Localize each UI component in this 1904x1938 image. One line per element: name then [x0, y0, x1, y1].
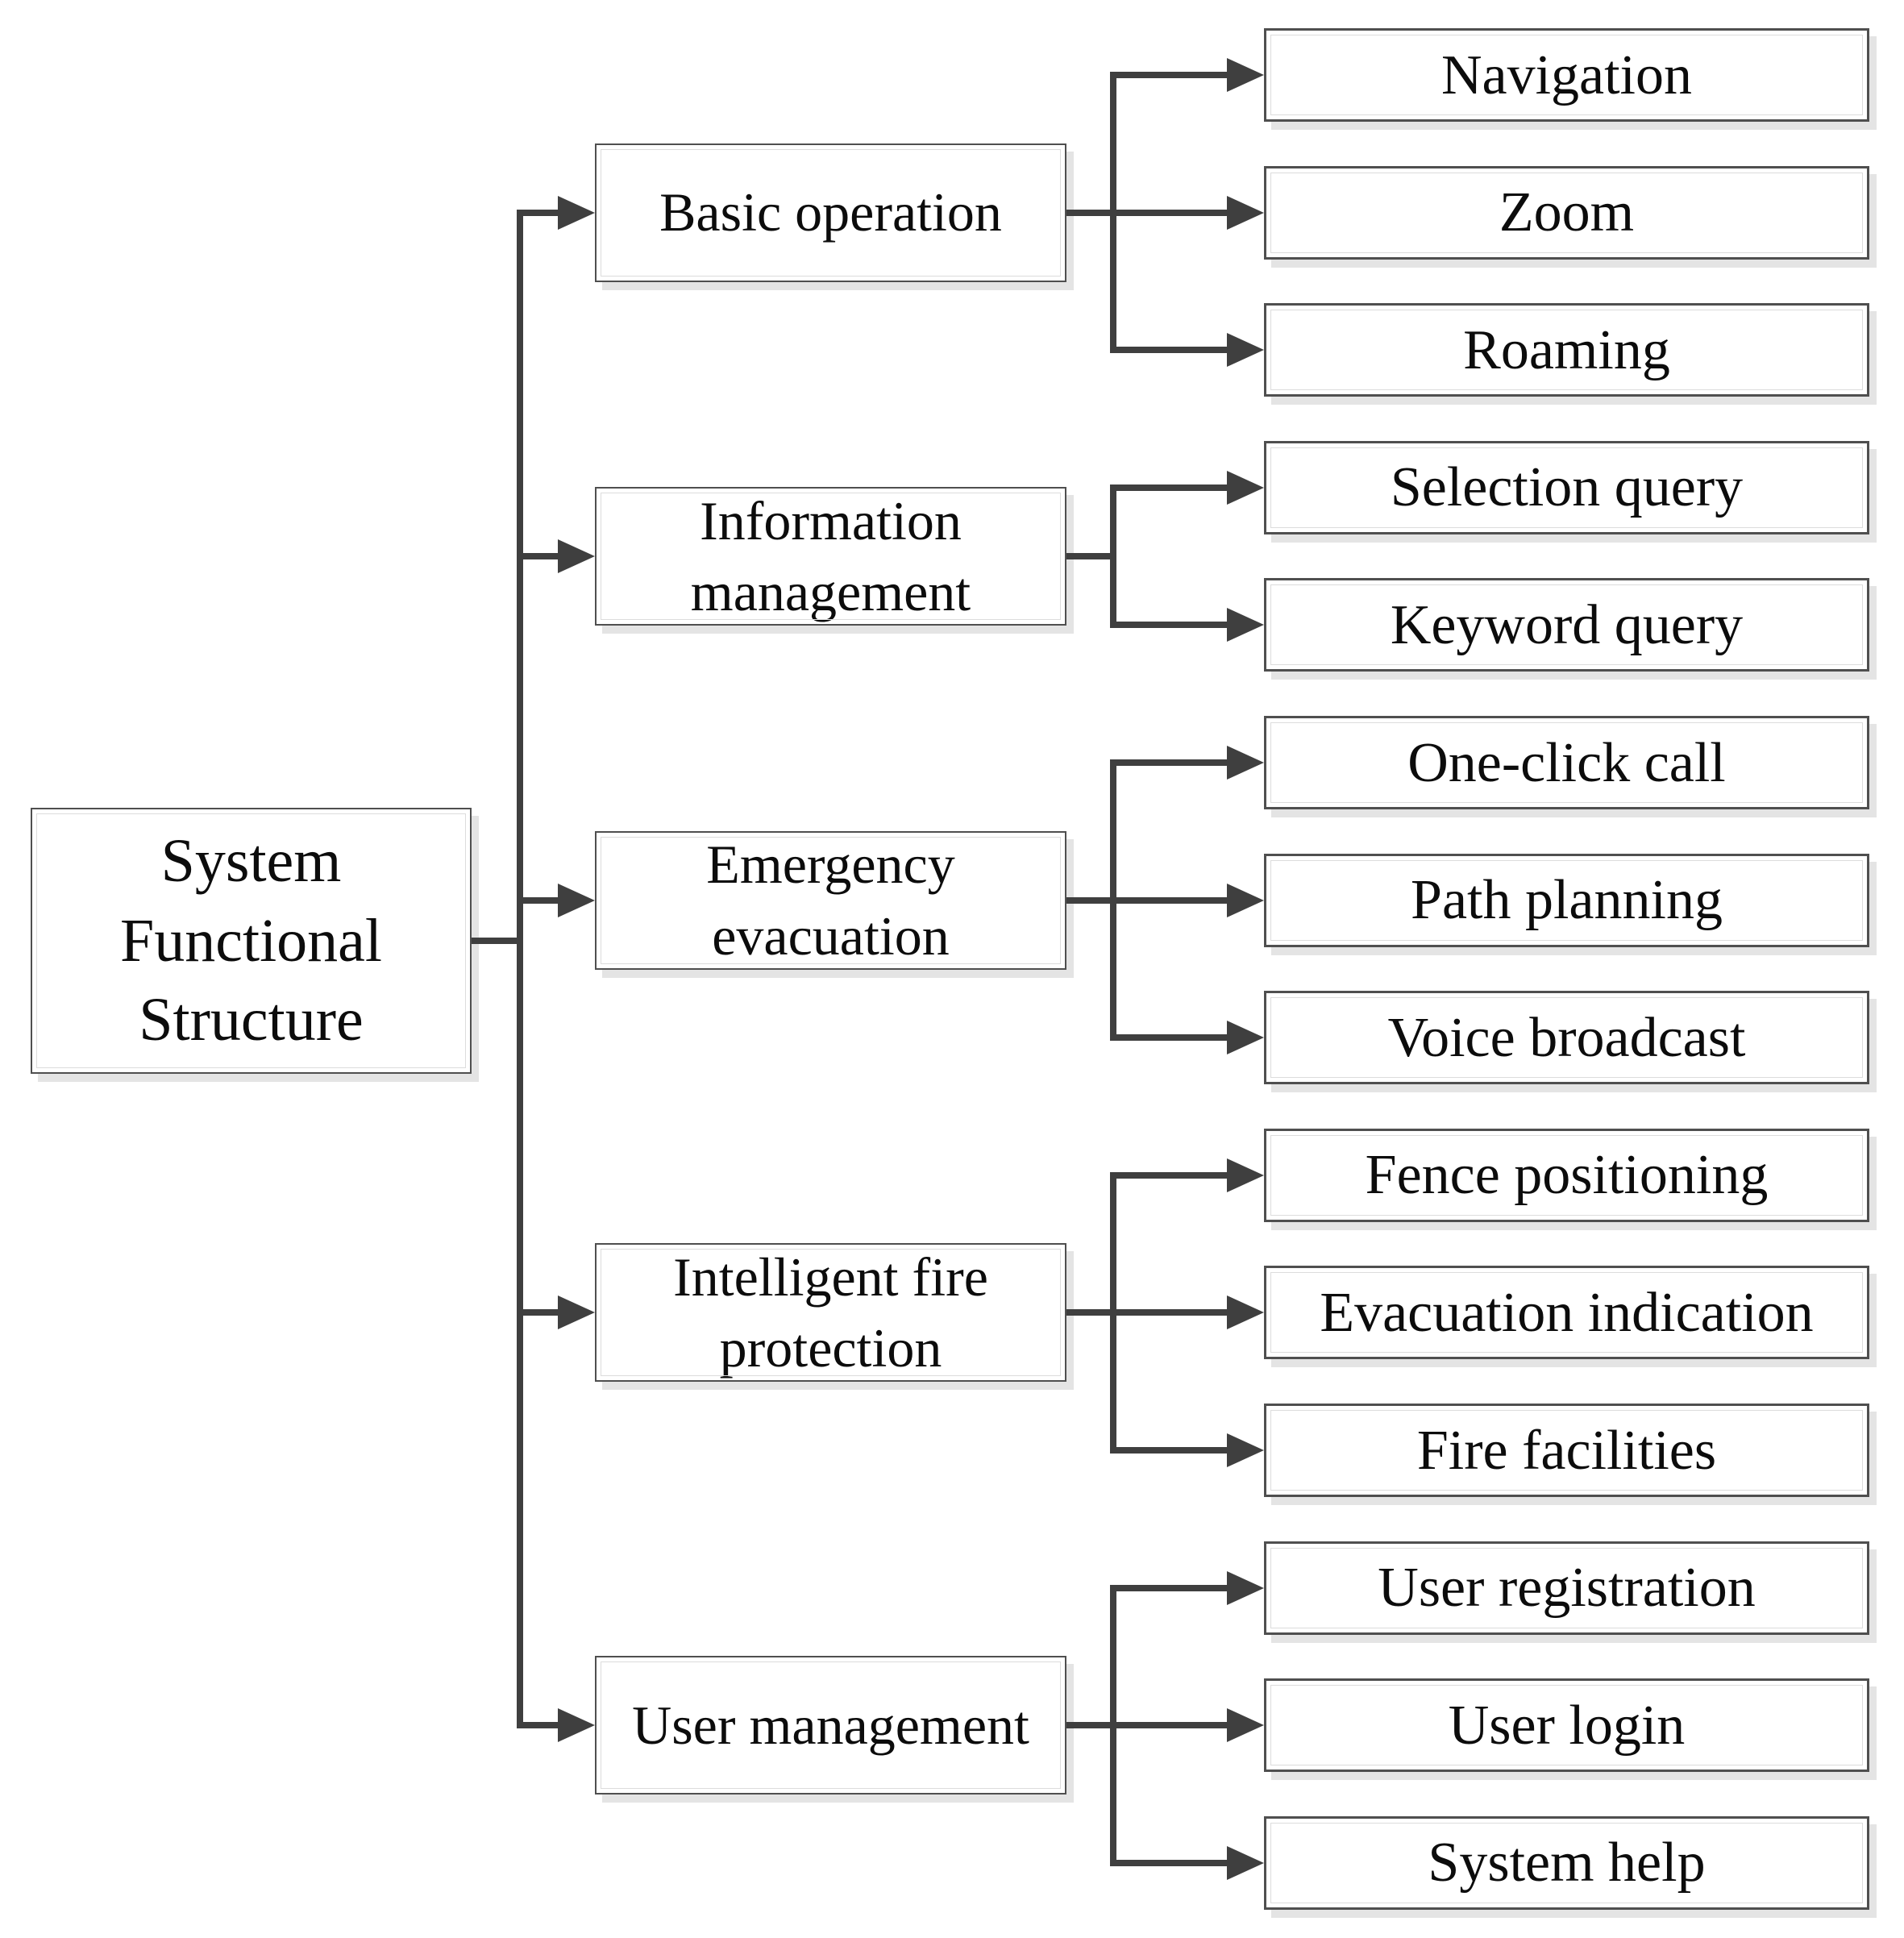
connector-information-management-to-bracket [1066, 553, 1116, 560]
connector-bracket-to-path-planning [1110, 896, 1232, 904]
connector-bracket-to-evacuation-indication [1110, 1309, 1232, 1316]
node-system-functional-structure: System Functional Structure [31, 808, 472, 1074]
connector-basic-operation-to-bracket [1066, 209, 1116, 216]
connector-bracket-to-navigation [1110, 72, 1232, 78]
node-intelligent-fire-protection: Intelligent fire protection [595, 1243, 1066, 1383]
arrowhead-to-one-click-call [1227, 746, 1264, 780]
connector-intelligent-fire-protection-to-bracket [1066, 1309, 1116, 1316]
arrowhead-to-fire-facilities [1227, 1433, 1264, 1467]
connector-user-management-to-bracket [1066, 1722, 1116, 1729]
arrowhead-to-intelligent-fire-protection [558, 1295, 595, 1330]
node-roaming: Roaming [1264, 303, 1869, 397]
connector-bracket-to-keyword-query [1110, 622, 1232, 629]
arrowhead-to-basic-operation [558, 195, 595, 230]
node-zoom: Zoom [1264, 165, 1869, 260]
connector-trunk-to-user-management [517, 1722, 563, 1729]
connector-root-to-trunk [472, 938, 523, 944]
connector-emergency-evacuation-to-bracket [1066, 896, 1116, 904]
arrowhead-to-system-help [1227, 1845, 1264, 1880]
connector-bracket-to-user-login [1110, 1722, 1232, 1729]
connector-bracket-to-zoom [1110, 209, 1232, 216]
arrowhead-to-user-management [558, 1708, 595, 1743]
node-system-help: System help [1264, 1815, 1869, 1910]
connector-bracket-to-fence-positioning [1110, 1171, 1232, 1179]
node-emergency-evacuation: Emergency evacuation [595, 830, 1066, 970]
connector-trunk-to-basic-operation [517, 209, 563, 216]
connector-trunk-to-information-management [517, 553, 563, 560]
connector-bracket-to-fire-facilities [1110, 1447, 1232, 1454]
arrowhead-to-keyword-query [1227, 608, 1264, 643]
connector-bracket-to-roaming [1110, 347, 1232, 354]
bracket-information-management [1110, 484, 1116, 629]
node-fence-positioning: Fence positioning [1264, 1128, 1869, 1222]
arrowhead-to-fence-positioning [1227, 1158, 1264, 1192]
node-selection-query: Selection query [1264, 440, 1869, 534]
node-voice-broadcast: Voice broadcast [1264, 991, 1869, 1085]
arrowhead-to-selection-query [1227, 470, 1264, 505]
arrowhead-to-emergency-evacuation [558, 883, 595, 917]
connector-bracket-to-voice-broadcast [1110, 1034, 1232, 1042]
arrowhead-to-navigation [1227, 58, 1264, 92]
arrowhead-to-roaming [1227, 333, 1264, 368]
arrowhead-to-path-planning [1227, 883, 1264, 917]
connector-trunk-to-intelligent-fire-protection [517, 1309, 563, 1316]
node-user-registration: User registration [1264, 1541, 1869, 1635]
connector-bracket-to-user-registration [1110, 1584, 1232, 1591]
node-user-login: User login [1264, 1678, 1869, 1773]
node-path-planning: Path planning [1264, 853, 1869, 947]
arrowhead-to-information-management [558, 539, 595, 574]
node-keyword-query: Keyword query [1264, 578, 1869, 672]
connector-bracket-to-selection-query [1110, 484, 1232, 491]
arrowhead-to-voice-broadcast [1227, 1021, 1264, 1055]
node-one-click-call: One-click call [1264, 716, 1869, 809]
node-information-management: Information management [595, 487, 1066, 626]
connector-bracket-to-system-help [1110, 1859, 1232, 1866]
node-user-management: User management [595, 1656, 1066, 1795]
arrowhead-to-zoom [1227, 195, 1264, 230]
connector-bracket-to-one-click-call [1110, 759, 1232, 766]
node-evacuation-indication: Evacuation indication [1264, 1266, 1869, 1360]
connector-trunk-to-emergency-evacuation [517, 896, 563, 904]
arrowhead-to-user-registration [1227, 1570, 1264, 1605]
arrowhead-to-user-login [1227, 1708, 1264, 1743]
arrowhead-to-evacuation-indication [1227, 1295, 1264, 1330]
node-basic-operation: Basic operation [595, 143, 1066, 282]
node-navigation: Navigation [1264, 28, 1869, 122]
node-fire-facilities: Fire facilities [1264, 1404, 1869, 1497]
connector-trunk [517, 209, 523, 1729]
